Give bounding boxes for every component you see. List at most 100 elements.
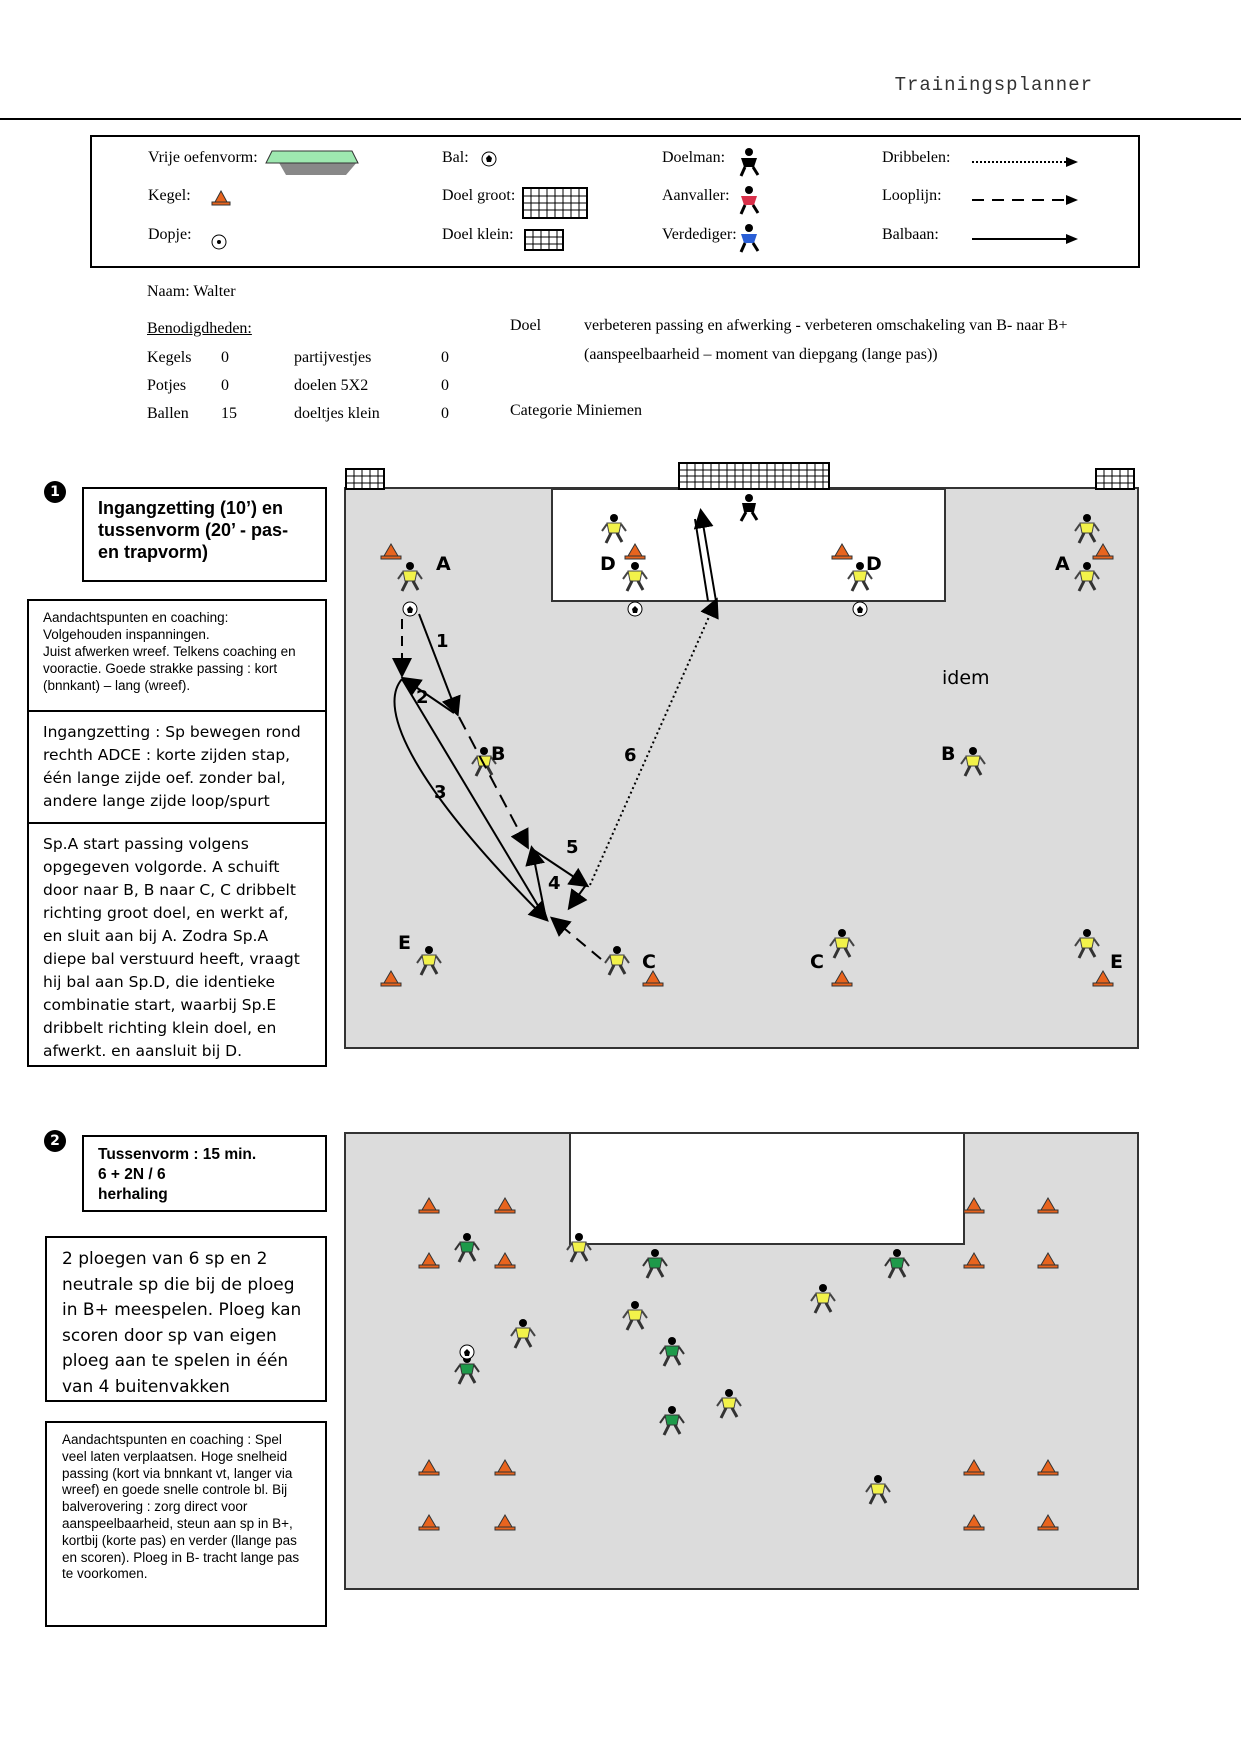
dribble-6 <box>589 597 719 886</box>
cone <box>494 1514 516 1531</box>
exercise-2-field <box>344 1132 1139 1590</box>
shot <box>693 508 717 602</box>
step-5: 5 <box>566 837 579 858</box>
equipment-qty: 0 <box>441 405 449 422</box>
penalty-area <box>569 1134 965 1245</box>
player-a <box>396 560 424 593</box>
label-e: E <box>398 932 411 954</box>
player-yellow <box>809 1282 837 1315</box>
cone <box>963 1459 985 1476</box>
player-green <box>658 1404 686 1437</box>
equipment-qty: 0 <box>441 349 449 366</box>
small-goal <box>345 468 385 490</box>
exercise-2-title-line: herhaling <box>98 1186 168 1203</box>
field-2-drawing <box>418 1134 1059 1531</box>
goalkeeper-icon <box>739 148 760 177</box>
legend-doel-klein-label: Doel klein: <box>442 226 514 243</box>
cone <box>831 970 853 987</box>
cone <box>1037 1459 1059 1476</box>
cone <box>642 970 664 987</box>
player-a <box>1073 560 1101 593</box>
cone <box>494 1197 516 1214</box>
ball <box>852 601 868 617</box>
cone <box>963 1514 985 1531</box>
equipment-item: doeltjes klein <box>294 405 380 422</box>
header-divider <box>0 118 1241 120</box>
goalkeeper <box>739 494 759 522</box>
step-6: 6 <box>624 745 637 766</box>
player-c <box>828 927 856 960</box>
label-c: C <box>642 951 656 973</box>
equipment-qty: 15 <box>221 405 237 422</box>
player-yellow <box>509 1317 537 1350</box>
dribble-line-icon <box>972 157 1078 167</box>
coaching-heading: Aandachtspunten en coaching: <box>43 610 229 625</box>
pass-3 <box>393 678 549 922</box>
cone <box>418 1514 440 1531</box>
ball-path-icon <box>972 234 1078 244</box>
cone-icon <box>211 189 231 206</box>
legend-doelman-label: Doelman: <box>662 149 726 166</box>
cone <box>494 1459 516 1476</box>
small-goal-icon <box>524 229 564 251</box>
page-title: Trainingsplanner <box>894 74 1093 96</box>
equipment-item: partijvestjes <box>294 349 372 366</box>
player <box>1073 512 1101 545</box>
legend-verdediger-label: Verdediger: <box>662 226 737 243</box>
pass-1 <box>418 613 461 717</box>
equipment-qty: 0 <box>221 349 229 366</box>
legend-box: Vrije oefenvorm: Kegel: Dopje: Bal: Doel… <box>90 135 1140 268</box>
pass-4b <box>567 884 588 911</box>
ball-icon <box>481 151 497 167</box>
player-yellow <box>621 1299 649 1332</box>
exercise-1-coaching: Aandachtspunten en coaching: Volgehouden… <box>27 599 327 712</box>
equipment-item: Potjes <box>147 377 187 394</box>
cone <box>380 970 402 987</box>
cone <box>1092 970 1114 987</box>
step-2: 2 <box>416 687 429 708</box>
pass-2 <box>400 676 455 714</box>
cone <box>380 543 402 560</box>
player-c <box>603 944 631 977</box>
exercise-2-description: 2 ploegen van 6 sp en 2 neutrale sp die … <box>45 1236 327 1402</box>
player-e <box>1073 927 1101 960</box>
cone <box>1092 543 1114 560</box>
cone <box>1037 1252 1059 1269</box>
legend-doel-groot-label: Doel groot: <box>442 187 516 204</box>
exercise-1-ingangzetting: Ingangzetting : Sp bewegen rond rechth A… <box>27 712 327 824</box>
idem-label: idem <box>942 667 990 689</box>
equipment-item: doelen 5X2 <box>294 377 369 394</box>
equipment-qty: 0 <box>441 377 449 394</box>
exercise-2-title: Tussenvorm : 15 min. 6 + 2N / 6 herhalin… <box>82 1135 327 1212</box>
category: Categorie Miniemen <box>510 402 642 419</box>
cone <box>1037 1514 1059 1531</box>
player-yellow <box>715 1387 743 1420</box>
player-b <box>959 745 987 778</box>
defender-icon <box>739 224 760 253</box>
label-e: E <box>1110 951 1123 973</box>
small-goal <box>1095 468 1135 490</box>
pass-4 <box>525 845 547 920</box>
run-line <box>458 716 529 850</box>
pass-3b <box>401 678 547 920</box>
dopje-icon <box>211 234 227 250</box>
cone <box>963 1197 985 1214</box>
label-d: D <box>600 553 616 575</box>
cone <box>418 1197 440 1214</box>
player-green <box>641 1247 669 1280</box>
label-c: C <box>810 951 824 973</box>
exercise-2-title-line: 6 + 2N / 6 <box>98 1166 166 1183</box>
exercise-2-title-line: Tussenvorm : 15 min. <box>98 1146 257 1163</box>
player-green <box>883 1247 911 1280</box>
coach-name: Naam: Walter <box>147 283 236 300</box>
exercise-2-coaching: Aandachtspunten en coaching : Spel veel … <box>45 1421 327 1627</box>
exercise-1-number: 1 <box>44 481 66 503</box>
legend-vrije-label: Vrije oefenvorm: <box>148 149 258 166</box>
legend-dopje-label: Dopje: <box>148 226 192 243</box>
step-4: 4 <box>548 873 561 894</box>
ball <box>402 601 418 617</box>
ball <box>627 601 643 617</box>
goal-text: verbeteren passing en afwerking - verbet… <box>584 317 1068 334</box>
goal-label: Doel <box>510 317 542 334</box>
label-a: A <box>1055 553 1070 575</box>
